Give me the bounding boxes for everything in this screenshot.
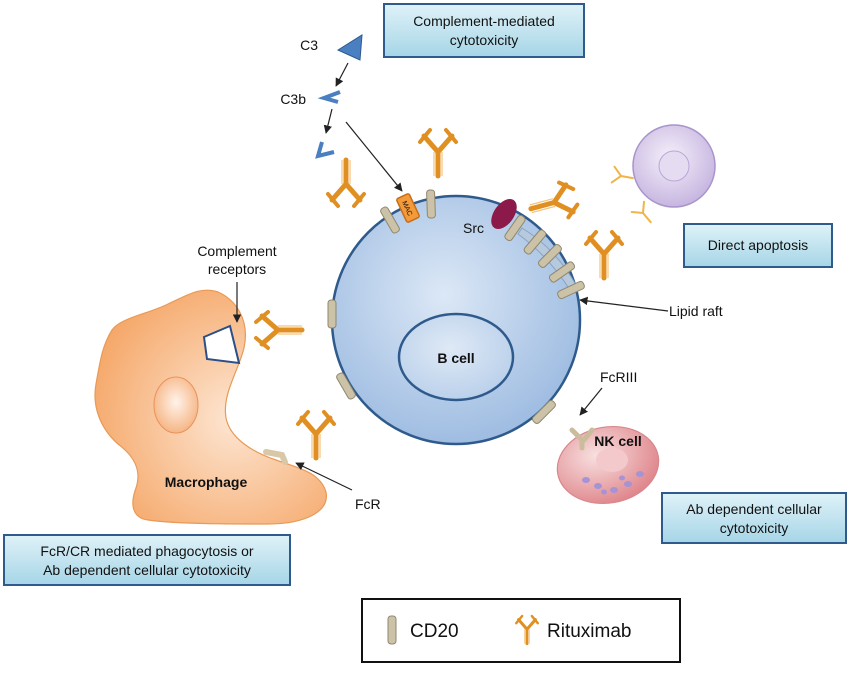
antibody-icon	[420, 130, 456, 176]
svg-text:Ab dependent cellular: Ab dependent cellular	[686, 501, 822, 517]
lipid-raft-label: Lipid raft	[669, 303, 723, 319]
c3b-label: C3b	[280, 91, 306, 107]
nk-cell-label: NK cell	[594, 433, 641, 449]
legend-rituximab-label: Rituximab	[547, 621, 631, 642]
fcriii-label: FcRIII	[600, 369, 637, 385]
complement-cascade: C3 C3b	[280, 34, 403, 192]
macrophage-label: Macrophage	[165, 474, 248, 490]
antibody-icon	[526, 179, 580, 226]
src-label: Src	[463, 220, 484, 236]
legend: CD20 Rituximab	[361, 598, 681, 663]
svg-text:FcR/CR mediated phagocytosis o: FcR/CR mediated phagocytosis or	[40, 543, 254, 559]
antibody-icon	[298, 412, 334, 458]
antibody-icon	[328, 160, 364, 206]
b-cell-label: B cell	[437, 350, 474, 366]
nk-granules	[582, 471, 644, 495]
cd20-icon	[387, 615, 397, 645]
box-cdc: Complement-mediated cytotoxicity	[383, 3, 585, 58]
small-antibody-icon	[610, 165, 636, 187]
fcr-receptor	[263, 449, 288, 465]
c3b-fragment-icon	[315, 141, 335, 159]
svg-text:Complement-mediated: Complement-mediated	[413, 13, 555, 29]
box-phagocytosis: FcR/CR mediated phagocytosis or Ab depen…	[3, 534, 291, 586]
svg-text:cytotoxicity: cytotoxicity	[450, 32, 518, 48]
svg-text:Direct apoptosis: Direct apoptosis	[708, 237, 808, 253]
complement-receptors-label: Complement	[197, 243, 276, 259]
c3-label: C3	[300, 37, 318, 53]
nk-cell: NK cell	[556, 425, 660, 505]
antibody-icon	[256, 312, 302, 348]
complement-receptor	[202, 324, 241, 365]
macrophage: Macrophage	[94, 289, 327, 525]
apoptotic-cell	[610, 124, 716, 229]
antibody-icon	[586, 232, 622, 278]
svg-text:cytotoxicity: cytotoxicity	[720, 520, 788, 536]
box-direct-apoptosis: Direct apoptosis	[683, 223, 833, 268]
small-antibody-icon	[630, 200, 658, 229]
annotations: Complement receptors Lipid raft FcR FcRI…	[197, 243, 722, 512]
fcriii-receptor	[569, 427, 595, 451]
c3b-icon	[317, 90, 341, 104]
box-adcc: Ab dependent cellular cytotoxicity	[661, 492, 847, 544]
c3-triangle-icon	[336, 34, 363, 61]
svg-text:receptors: receptors	[208, 261, 266, 277]
legend-cd20-label: CD20	[410, 621, 459, 642]
svg-text:Ab dependent cellular cytotoxi: Ab dependent cellular cytotoxicity	[43, 562, 251, 578]
fcr-label: FcR	[355, 496, 381, 512]
mac-complex: MAC	[396, 193, 420, 223]
src-kinase: Src	[463, 198, 517, 236]
